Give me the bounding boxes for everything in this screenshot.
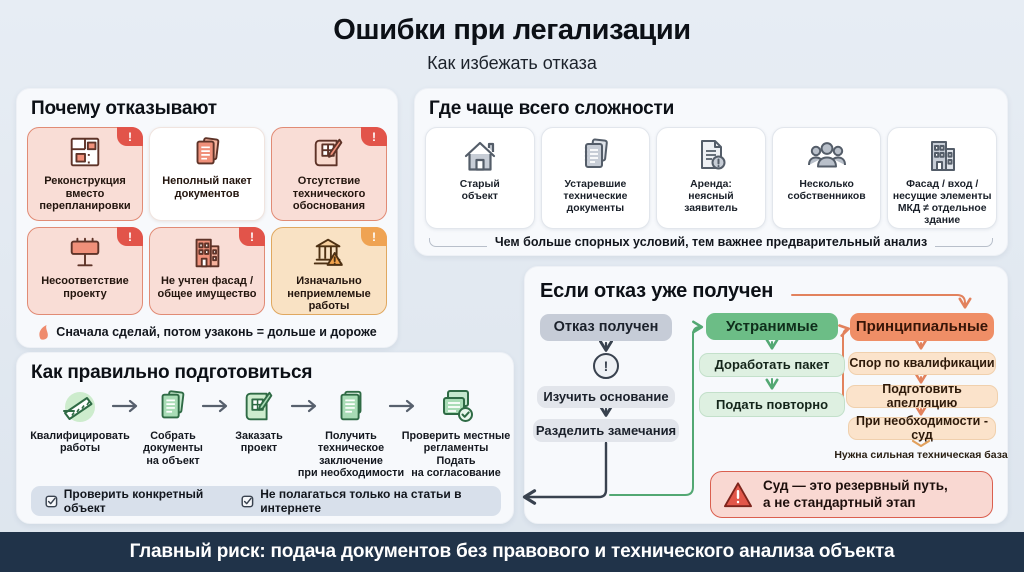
difficulty-card-outdated-docs: Устаревшие технические документы xyxy=(540,127,651,229)
refusal-title: Если отказ уже получен xyxy=(540,280,774,302)
bracket-left xyxy=(429,237,487,247)
node-study-grounds: Изучить основание xyxy=(537,386,675,408)
prepare-step-collect-docs: Собрать документы на объект xyxy=(108,387,238,467)
alert-badge: ! xyxy=(117,127,143,146)
check-item-internet: Не полагаться только на статьи в интерне… xyxy=(241,487,487,515)
node-rework-package: Доработать пакет xyxy=(699,353,845,377)
alert-badge: ! xyxy=(117,227,143,246)
reason-card-label: Отсутствие технического обоснования xyxy=(292,175,366,213)
node-fixable: Устранимые xyxy=(706,313,838,340)
prepare-step-tech-conclusion: Получить техническое заключение при необ… xyxy=(286,387,416,480)
prepare-step-label: Получить техническое заключение при необ… xyxy=(297,430,405,480)
prepare-checklist: Проверить конкретный объект Не полагатьс… xyxy=(31,486,501,516)
flame-icon xyxy=(39,325,49,340)
node-qualification-dispute: Спор по квалификации xyxy=(848,352,996,375)
difficulty-card-label: Фасад / вход / несущие элементы МКД ≠ от… xyxy=(892,179,992,227)
reason-card-label: Изначально неприемлемые работы xyxy=(287,275,371,313)
arrow-right-icon xyxy=(111,399,138,413)
facade-building-icon xyxy=(922,135,962,177)
bracket-right xyxy=(935,237,994,247)
people-icon xyxy=(805,135,849,177)
qualify-works-icon xyxy=(60,387,100,427)
difficulty-card-multiple-owners: Несколько собственников xyxy=(771,127,882,229)
panel-reasons: Почему отказывают ! Реконструкция вместо… xyxy=(16,88,398,348)
node-resubmit: Подать повторно xyxy=(699,392,845,417)
reason-card-no-justification: ! Отсутствие технического обоснования xyxy=(271,127,387,221)
checkbox-icon xyxy=(45,495,58,507)
prepare-step-label: Собрать документы на объект xyxy=(143,430,203,467)
court-warning-text: Суд — это резервный путь, а не стандартн… xyxy=(763,478,948,510)
old-documents-icon xyxy=(575,135,615,177)
page-title: Ошибки при легализации xyxy=(333,14,691,46)
reason-card-label: Неполный пакет документов xyxy=(162,175,252,200)
difficulty-card-label: Несколько собственников xyxy=(787,179,866,203)
collect-docs-icon xyxy=(154,387,192,427)
arrow-right-icon xyxy=(201,399,228,413)
difficulty-card-label: Аренда: неясный заявитель xyxy=(684,179,738,215)
panel-difficulties: Где чаще всего сложности Старый объект xyxy=(414,88,1008,256)
difficulties-grid: Старый объект Устаревшие технические док… xyxy=(425,127,997,229)
reason-card-unacceptable-works: ! Изначально неприемлемые работы xyxy=(271,227,387,315)
prepare-step-order-project: Заказать проект xyxy=(194,387,324,455)
house-icon xyxy=(460,135,500,177)
prepare-step-label: Квалифицировать работы xyxy=(30,430,130,455)
alert-badge: ! xyxy=(361,127,387,146)
difficulty-card-facade-mkd: Фасад / вход / несущие элементы МКД ≠ от… xyxy=(887,127,997,229)
alert-badge: ! xyxy=(361,227,387,246)
prepare-step-label: Проверить местные регламенты Подать на с… xyxy=(401,430,511,480)
difficulties-title: Где чаще всего сложности xyxy=(429,98,675,119)
check-item-label: Не полагаться только на статьи в интерне… xyxy=(260,487,462,515)
difficulty-card-label: Старый объект xyxy=(459,179,500,203)
difficulty-card-label: Устаревшие технические документы xyxy=(563,179,628,215)
reason-card-label: Реконструкция вместо перепланировки xyxy=(39,175,131,213)
difficulty-card-old-object: Старый объект xyxy=(425,127,535,229)
building-icon xyxy=(188,233,226,273)
node-fundamental: Принципиальные xyxy=(850,313,994,341)
difficulty-card-rent-applicant: Аренда: неясный заявитель xyxy=(656,127,766,229)
reason-card-reconstruction: ! Реконструкция вместо перепланировки xyxy=(27,127,143,221)
prepare-step-qualify: Квалифицировать работы xyxy=(15,387,145,455)
check-item-object: Проверить конкретный объект xyxy=(45,487,221,515)
reasons-note-text: Сначала сделай, потом узаконь = дольше и… xyxy=(56,325,377,339)
bank-warning-icon xyxy=(310,233,348,273)
checkbox-icon xyxy=(241,495,254,507)
node-court-if-needed: При необходимости - суд xyxy=(848,415,996,441)
reason-card-facade-ignored: ! Не учтен фасад / общее имущество xyxy=(149,227,265,315)
fundamental-note: Нужна сильная техническая база xyxy=(834,449,1008,461)
order-project-icon xyxy=(240,387,278,427)
node-refusal-received: Отказ получен xyxy=(540,314,672,341)
page-subtitle: Как избежать отказа xyxy=(427,53,597,73)
billboard-icon xyxy=(66,233,104,273)
prepare-step-check-submit: Проверить местные регламенты Подать на с… xyxy=(391,387,521,480)
reasons-note: Сначала сделай, потом узаконь = дольше и… xyxy=(17,324,397,340)
court-warning-box: Суд — это резервный путь, а не стандартн… xyxy=(710,471,993,518)
panel-prepare: Как правильно подготовиться Квалифициров… xyxy=(16,352,514,524)
reason-card-label: Не учтен фасад / общее имущество xyxy=(157,275,257,300)
warning-triangle-icon xyxy=(724,481,752,507)
difficulties-note-row: Чем больше спорных условий, тем важнее п… xyxy=(429,235,994,249)
reasons-title: Почему отказывают xyxy=(31,98,217,119)
arrow-right-icon xyxy=(290,399,317,413)
exclamation-circle-icon: ! xyxy=(593,353,619,379)
alert-badge: ! xyxy=(239,227,265,246)
floor-plan-icon xyxy=(66,133,104,173)
doc-alert-icon xyxy=(691,135,731,177)
node-split-remarks: Разделить замечания xyxy=(533,419,679,442)
reason-card-incomplete-docs: Неполный пакет документов xyxy=(149,127,265,221)
prepare-step-label: Заказать проект xyxy=(235,430,283,455)
footer-banner-text: Главный риск: подача документов без прав… xyxy=(129,541,895,562)
check-item-label: Проверить конкретный объект xyxy=(63,487,204,515)
difficulties-note: Чем больше спорных условий, тем важнее п… xyxy=(494,235,928,249)
arrow-right-icon xyxy=(388,399,415,413)
reason-card-label: Несоответствие проекту xyxy=(41,275,129,300)
blueprint-pencil-icon xyxy=(310,133,348,173)
reason-card-project-mismatch: ! Несоответствие проекту xyxy=(27,227,143,315)
footer-banner: Главный риск: подача документов без прав… xyxy=(0,532,1024,572)
check-submit-icon xyxy=(436,387,476,427)
node-prepare-appeal: Подготовить апелляцию xyxy=(846,383,998,409)
prepare-title: Как правильно подготовиться xyxy=(31,362,313,383)
tech-conclusion-icon xyxy=(332,387,370,427)
documents-icon xyxy=(188,133,226,173)
reasons-grid: ! Реконструкция вместо перепланировки xyxy=(27,127,387,315)
